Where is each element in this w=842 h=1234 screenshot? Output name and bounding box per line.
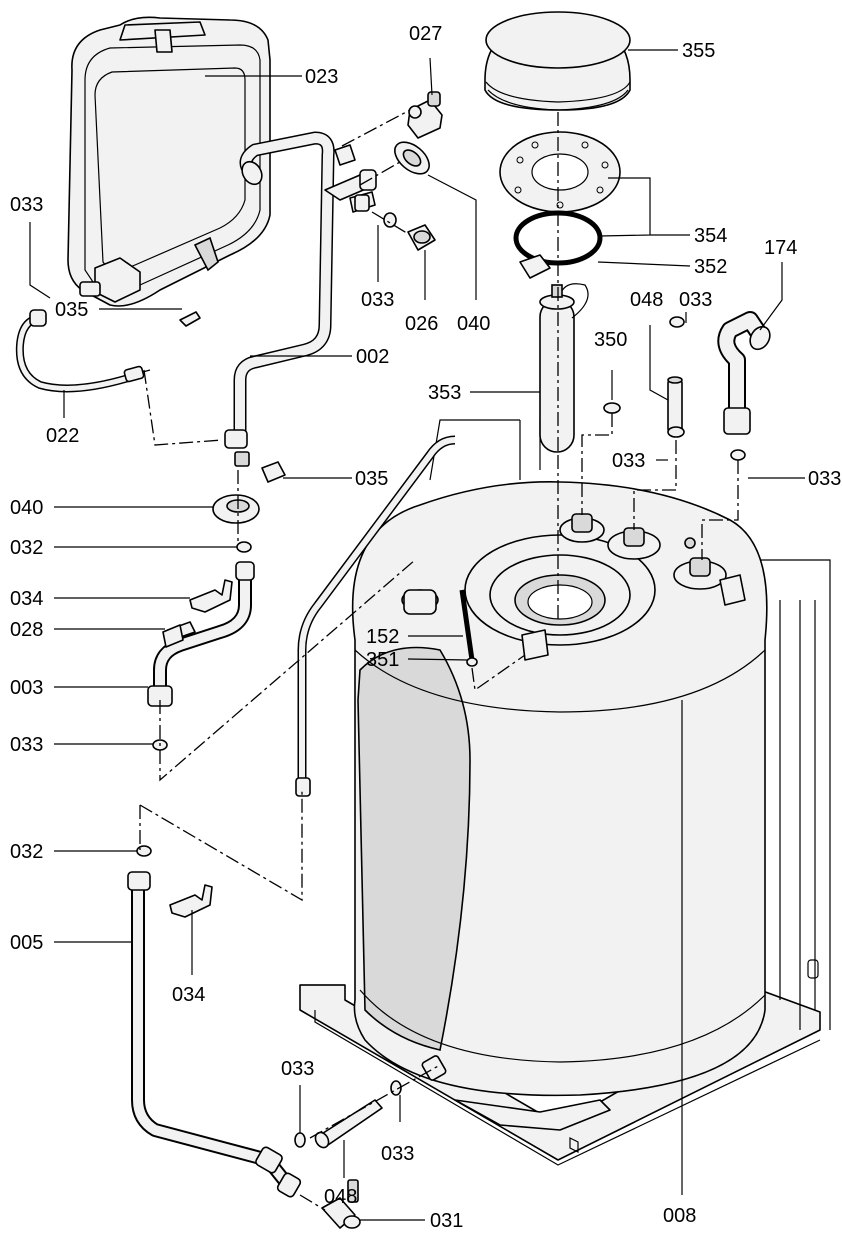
part-labels: 355 027 023 033 354 352 174 033 026 040 … xyxy=(10,23,841,1232)
assembly-lines xyxy=(139,109,739,1211)
label-032-lower: 032 xyxy=(10,841,43,863)
label-040-lower: 040 xyxy=(10,497,43,519)
label-022: 022 xyxy=(46,425,79,447)
label-048-top: 048 xyxy=(630,289,663,311)
label-033-003: 033 xyxy=(10,734,43,756)
label-034-upper: 034 xyxy=(10,588,43,610)
clip-035-upper xyxy=(179,311,201,327)
label-031: 031 xyxy=(430,1210,463,1232)
pipe-riser xyxy=(295,435,456,797)
sleeve-048-lower xyxy=(294,1080,402,1149)
label-033-lower-a: 033 xyxy=(281,1058,314,1080)
seal-032-lower xyxy=(136,845,152,857)
label-035-upper: 035 xyxy=(55,299,88,321)
label-350: 350 xyxy=(594,329,627,351)
seal-032-upper xyxy=(236,541,252,553)
label-034-lower: 034 xyxy=(172,984,205,1006)
hose-022 xyxy=(15,309,151,393)
anode-353 xyxy=(539,283,589,453)
valve-027 xyxy=(407,91,443,139)
clip-028 xyxy=(162,624,184,648)
label-033-port: 033 xyxy=(612,450,645,472)
label-353: 353 xyxy=(428,382,461,404)
plug-026 xyxy=(407,224,436,251)
clip-034-lower xyxy=(169,884,213,918)
seal-350 xyxy=(603,402,621,414)
label-003: 003 xyxy=(10,677,43,699)
leader-lines xyxy=(29,49,805,1221)
expansion-vessel-023 xyxy=(67,16,271,307)
seal-351 xyxy=(466,657,478,667)
label-354: 354 xyxy=(694,225,727,247)
label-352: 352 xyxy=(694,256,727,278)
tank-008 xyxy=(351,481,768,1097)
label-033-lower-b: 033 xyxy=(381,1143,414,1165)
label-355: 355 xyxy=(682,40,715,62)
label-040-top: 040 xyxy=(457,313,490,335)
label-048-lower: 048 xyxy=(324,1186,357,1208)
cover-355 xyxy=(484,11,631,111)
label-023: 023 xyxy=(305,66,338,88)
pipe-002 xyxy=(224,131,377,467)
label-027: 027 xyxy=(409,23,442,45)
rear-frame xyxy=(429,419,831,1030)
label-026: 026 xyxy=(405,313,438,335)
label-033-tee: 033 xyxy=(361,289,394,311)
clip-034-upper xyxy=(189,579,233,613)
drain-valve-031 xyxy=(321,1179,361,1229)
sleeve-048-top xyxy=(667,316,685,438)
label-174: 174 xyxy=(764,237,797,259)
label-005: 005 xyxy=(10,932,43,954)
clip-035-lower xyxy=(261,461,286,483)
label-033-sleeve: 033 xyxy=(679,289,712,311)
label-008: 008 xyxy=(663,1205,696,1227)
label-033-right: 033 xyxy=(808,468,841,490)
flange-354 xyxy=(499,131,621,213)
label-351: 351 xyxy=(366,649,399,671)
label-033-hose: 033 xyxy=(10,194,43,216)
base-frame xyxy=(299,984,821,1166)
label-035-lower: 035 xyxy=(355,468,388,490)
pipe-005 xyxy=(127,871,302,1198)
label-152: 152 xyxy=(366,626,399,648)
label-032-upper: 032 xyxy=(10,537,43,559)
pipe-174 xyxy=(717,311,771,461)
seal-033-tee xyxy=(383,212,397,228)
gasket-040-top xyxy=(394,141,430,175)
seal-033-lower-a xyxy=(294,1132,306,1148)
probe-152 xyxy=(459,589,475,661)
label-002: 002 xyxy=(356,346,389,368)
label-028: 028 xyxy=(10,619,43,641)
gasket-040-lower xyxy=(212,494,260,524)
pipe-003 xyxy=(147,561,255,707)
